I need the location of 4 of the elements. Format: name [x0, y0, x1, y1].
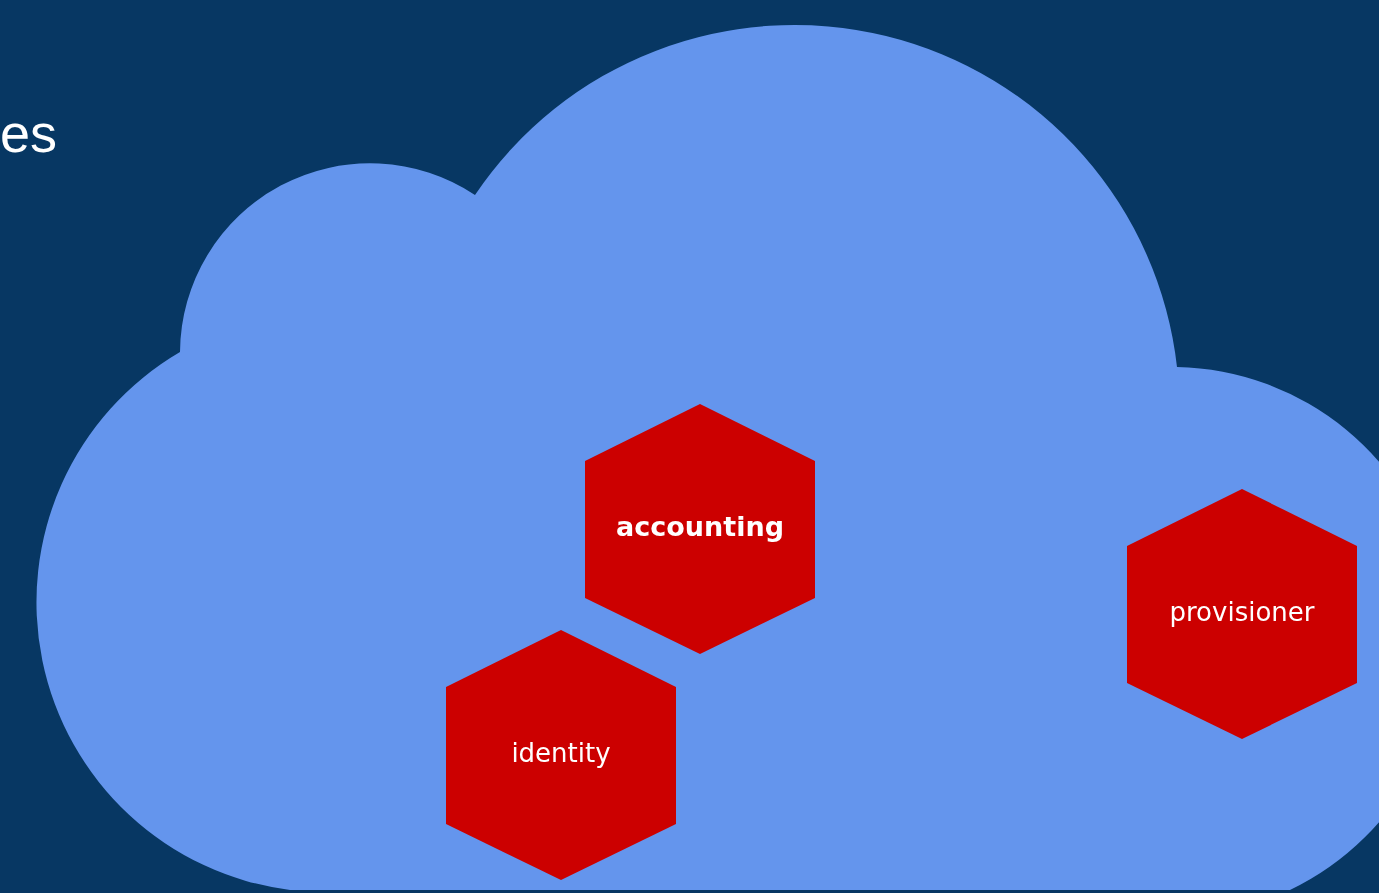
node-label: identity — [510, 738, 612, 769]
title-text: es — [0, 106, 58, 160]
node-label: accounting — [615, 511, 785, 543]
node-label: provisioner — [1168, 597, 1316, 628]
